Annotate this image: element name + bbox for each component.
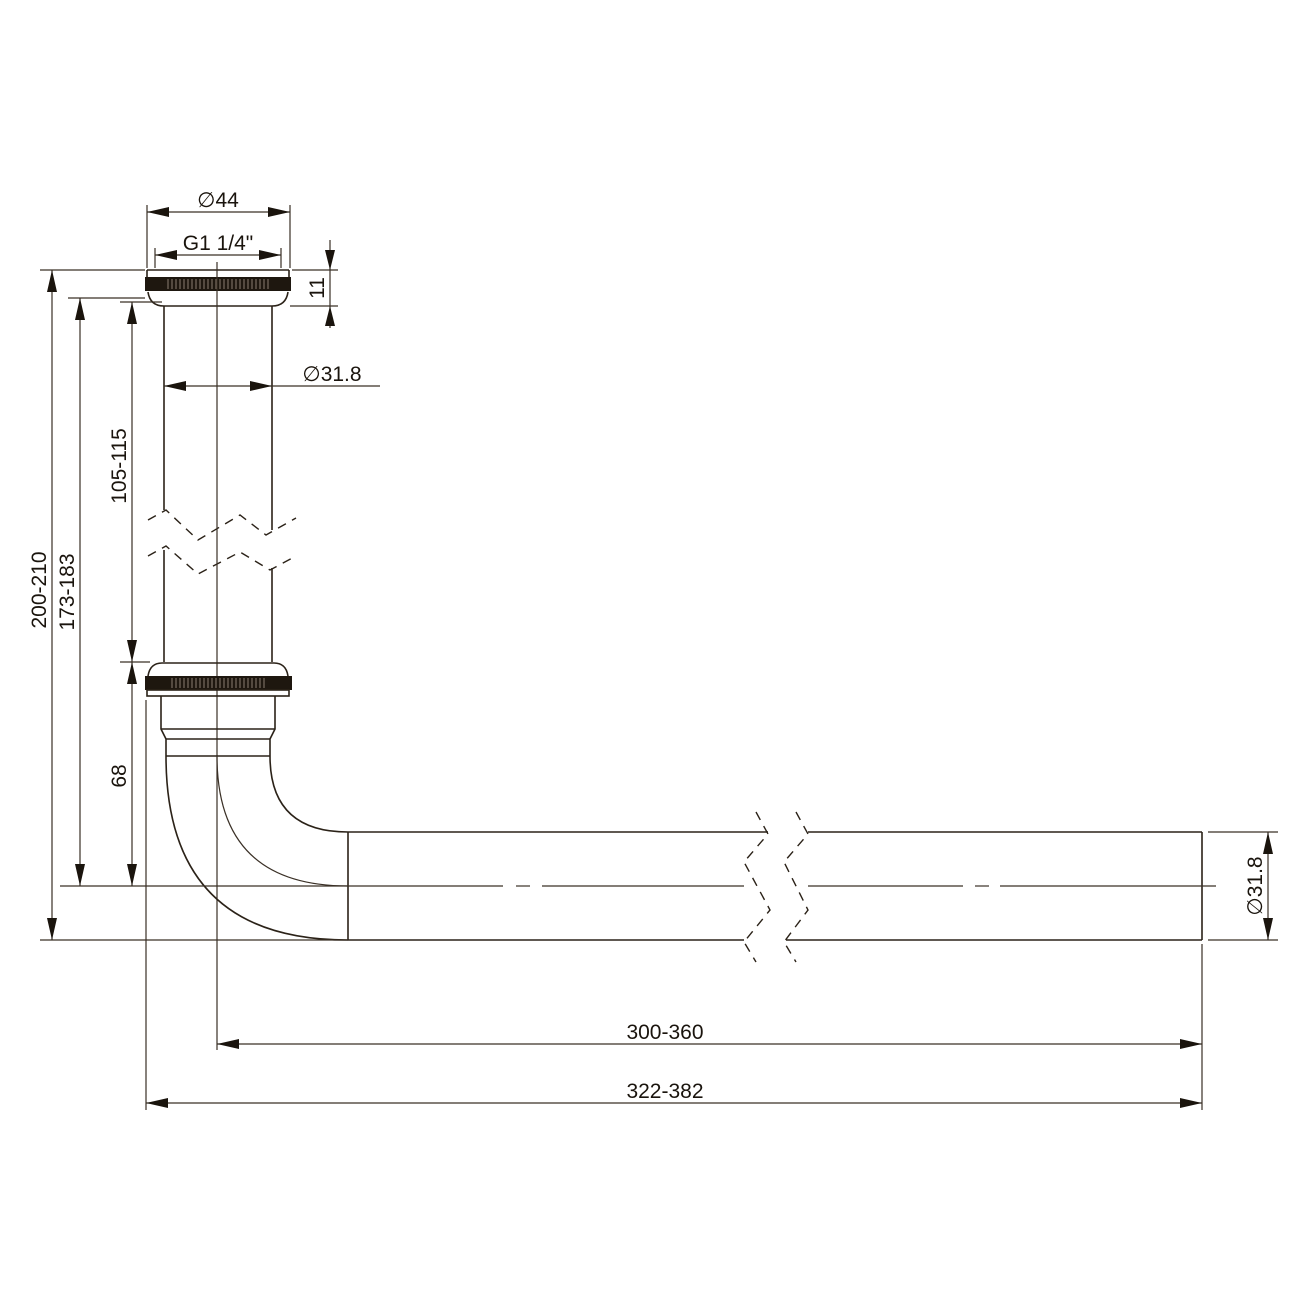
elbow <box>165 755 349 941</box>
dim-label-vertical-pipe-length: 105-115 <box>108 428 131 504</box>
vertical-pipe <box>147 306 297 662</box>
dim-label-total-height: 200-210 <box>28 551 51 628</box>
dim-overall-length: 322-382 <box>146 1080 1202 1108</box>
horizontal-pipe <box>347 811 1203 963</box>
dim-label-vertical-pipe-diameter: ∅31.8 <box>302 363 361 386</box>
top-nut <box>145 269 291 307</box>
dim-label-thread: G1 1/4" <box>183 232 254 255</box>
dim-label-lower-section: 68 <box>108 764 131 787</box>
dim-lower-section: 68 <box>108 662 137 886</box>
extension-lines <box>40 205 1278 1110</box>
dim-label-nut-height: 11 <box>306 277 329 299</box>
dim-vertical-pipe-length: 105-115 <box>108 302 137 662</box>
dim-label-overall-length: 322-382 <box>626 1080 703 1103</box>
dim-horizontal-pipe-diameter: ∅31.8 <box>1244 832 1273 940</box>
dim-label-height-to-centerline: 173-183 <box>56 553 79 630</box>
dim-label-horizontal-pipe-diameter: ∅31.8 <box>1244 856 1267 915</box>
lower-nut <box>145 662 292 757</box>
dim-top-diameter: ∅44 <box>147 189 290 217</box>
dim-nut-height: 11 <box>306 240 335 328</box>
dim-label-top-diameter: ∅44 <box>197 189 239 212</box>
dim-total-height: 200-210 <box>28 270 57 940</box>
dim-vertical-pipe-diameter: ∅31.8 <box>164 363 380 391</box>
dim-length-from-centerline: 300-360 <box>217 1021 1202 1049</box>
dim-thread: G1 1/4" <box>155 232 281 260</box>
dim-label-length-from-centerline: 300-360 <box>626 1021 703 1044</box>
dim-height-to-centerline: 173-183 <box>56 298 85 886</box>
